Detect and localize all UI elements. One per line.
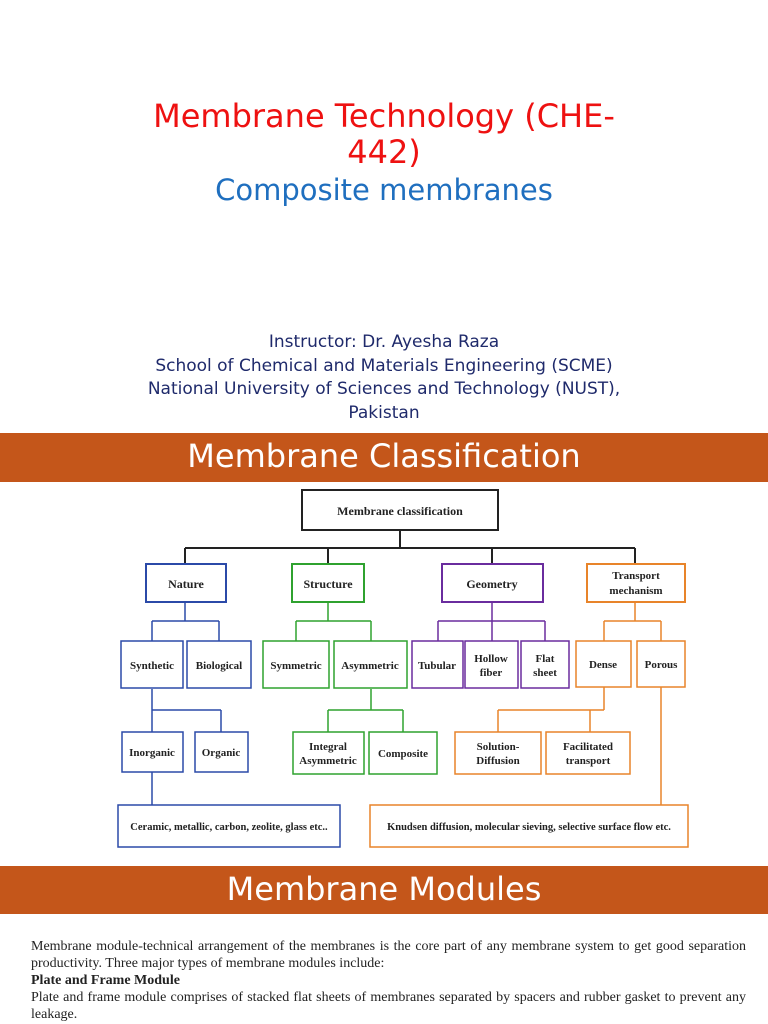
svg-text:Biological: Biological bbox=[196, 660, 242, 672]
node-flat-sheet: Flat sheet bbox=[520, 640, 570, 689]
plate-frame-heading: Plate and Frame Module bbox=[31, 973, 180, 988]
svg-text:Facilitated: Facilitated bbox=[563, 741, 613, 753]
instructor-block: Instructor: Dr. Ayesha Raza School of Ch… bbox=[0, 331, 768, 425]
node-porous: Porous bbox=[636, 640, 686, 688]
svg-text:transport: transport bbox=[566, 755, 611, 767]
node-hollow-fiber: Hollow fiber bbox=[464, 640, 519, 689]
university-line2: Pakistan bbox=[348, 402, 420, 423]
svg-text:Asymmetric: Asymmetric bbox=[299, 755, 357, 767]
svg-text:Porous: Porous bbox=[645, 659, 679, 671]
svg-text:Composite: Composite bbox=[378, 748, 428, 760]
node-solution-diffusion: Solution- Diffusion bbox=[454, 731, 542, 775]
node-tubular: Tubular bbox=[411, 640, 464, 689]
node-ceramic-list: Ceramic, metallic, carbon, zeolite, glas… bbox=[117, 804, 341, 848]
svg-text:Solution-: Solution- bbox=[477, 741, 520, 753]
svg-text:Dense: Dense bbox=[589, 659, 617, 671]
membrane-classification-diagram: Membrane classification Nature Structure… bbox=[117, 489, 689, 848]
svg-text:mechanism: mechanism bbox=[609, 585, 662, 597]
transport-connectors bbox=[497, 602, 662, 805]
svg-text:Ceramic, metallic, carbon, zeo: Ceramic, metallic, carbon, zeolite, glas… bbox=[130, 822, 328, 833]
node-asymmetric: Asymmetric bbox=[333, 640, 408, 689]
svg-text:Inorganic: Inorganic bbox=[129, 747, 175, 759]
intro-paragraph: Membrane module-technical arrangement of… bbox=[31, 939, 746, 971]
svg-text:sheet: sheet bbox=[533, 667, 557, 679]
geometry-connectors bbox=[437, 602, 546, 641]
svg-text:Tubular: Tubular bbox=[418, 660, 456, 672]
nature-connectors bbox=[151, 602, 222, 805]
svg-text:Membrane classification: Membrane classification bbox=[337, 504, 463, 518]
node-nature: Nature bbox=[145, 563, 227, 603]
node-root: Membrane classification bbox=[301, 489, 499, 531]
svg-text:Knudsen diffusion, molecular s: Knudsen diffusion, molecular sieving, se… bbox=[387, 822, 671, 833]
school-name: School of Chemical and Materials Enginee… bbox=[155, 355, 613, 376]
svg-text:Flat: Flat bbox=[536, 653, 555, 665]
node-dense: Dense bbox=[575, 640, 632, 688]
node-biological: Biological bbox=[186, 640, 252, 689]
node-structure: Structure bbox=[291, 563, 365, 603]
node-synthetic: Synthetic bbox=[120, 640, 184, 689]
svg-text:Integral: Integral bbox=[309, 741, 347, 753]
root-connectors bbox=[184, 530, 636, 564]
svg-text:Hollow: Hollow bbox=[474, 653, 508, 665]
university-line1: National University of Sciences and Tech… bbox=[147, 379, 621, 399]
title-block: Membrane Technology (CHE- 442) Composite… bbox=[0, 98, 768, 208]
node-integral-asymmetric: Integral Asymmetric bbox=[292, 731, 365, 775]
node-knudsen-list: Knudsen diffusion, molecular sieving, se… bbox=[369, 804, 689, 848]
plate-frame-paragraph: Plate and frame module comprises of stac… bbox=[31, 990, 746, 1022]
svg-text:fiber: fiber bbox=[480, 667, 503, 679]
node-facilitated-transport: Facilitated transport bbox=[545, 731, 631, 775]
instructor-name: Instructor: Dr. Ayesha Raza bbox=[268, 332, 500, 352]
node-transport: Transport mechanism bbox=[586, 563, 686, 603]
section-banner-classification: Membrane Classification bbox=[0, 433, 768, 482]
structure-connectors bbox=[295, 602, 404, 732]
svg-text:Asymmetric: Asymmetric bbox=[341, 660, 399, 672]
svg-text:Symmetric: Symmetric bbox=[270, 660, 321, 672]
node-composite: Composite bbox=[368, 731, 438, 775]
svg-text:Nature: Nature bbox=[168, 577, 204, 591]
slide-title-line2: 442) bbox=[347, 133, 421, 171]
body-text: Membrane module-technical arrangement of… bbox=[31, 938, 746, 1023]
section-banner-modules: Membrane Modules bbox=[0, 866, 768, 914]
node-geometry: Geometry bbox=[441, 563, 544, 603]
svg-text:Synthetic: Synthetic bbox=[130, 660, 174, 672]
slide-subtitle: Composite membranes bbox=[215, 173, 553, 207]
svg-text:Geometry: Geometry bbox=[466, 577, 517, 591]
node-inorganic: Inorganic bbox=[121, 731, 184, 773]
slide-title-line1: Membrane Technology (CHE- bbox=[153, 97, 615, 135]
svg-text:Diffusion: Diffusion bbox=[476, 755, 519, 767]
slide-title: Membrane Technology (CHE- 442) bbox=[0, 98, 768, 170]
svg-text:Organic: Organic bbox=[202, 747, 241, 759]
node-symmetric: Symmetric bbox=[262, 640, 330, 689]
node-organic: Organic bbox=[194, 731, 249, 773]
svg-text:Structure: Structure bbox=[303, 577, 353, 591]
svg-text:Transport: Transport bbox=[612, 570, 660, 582]
